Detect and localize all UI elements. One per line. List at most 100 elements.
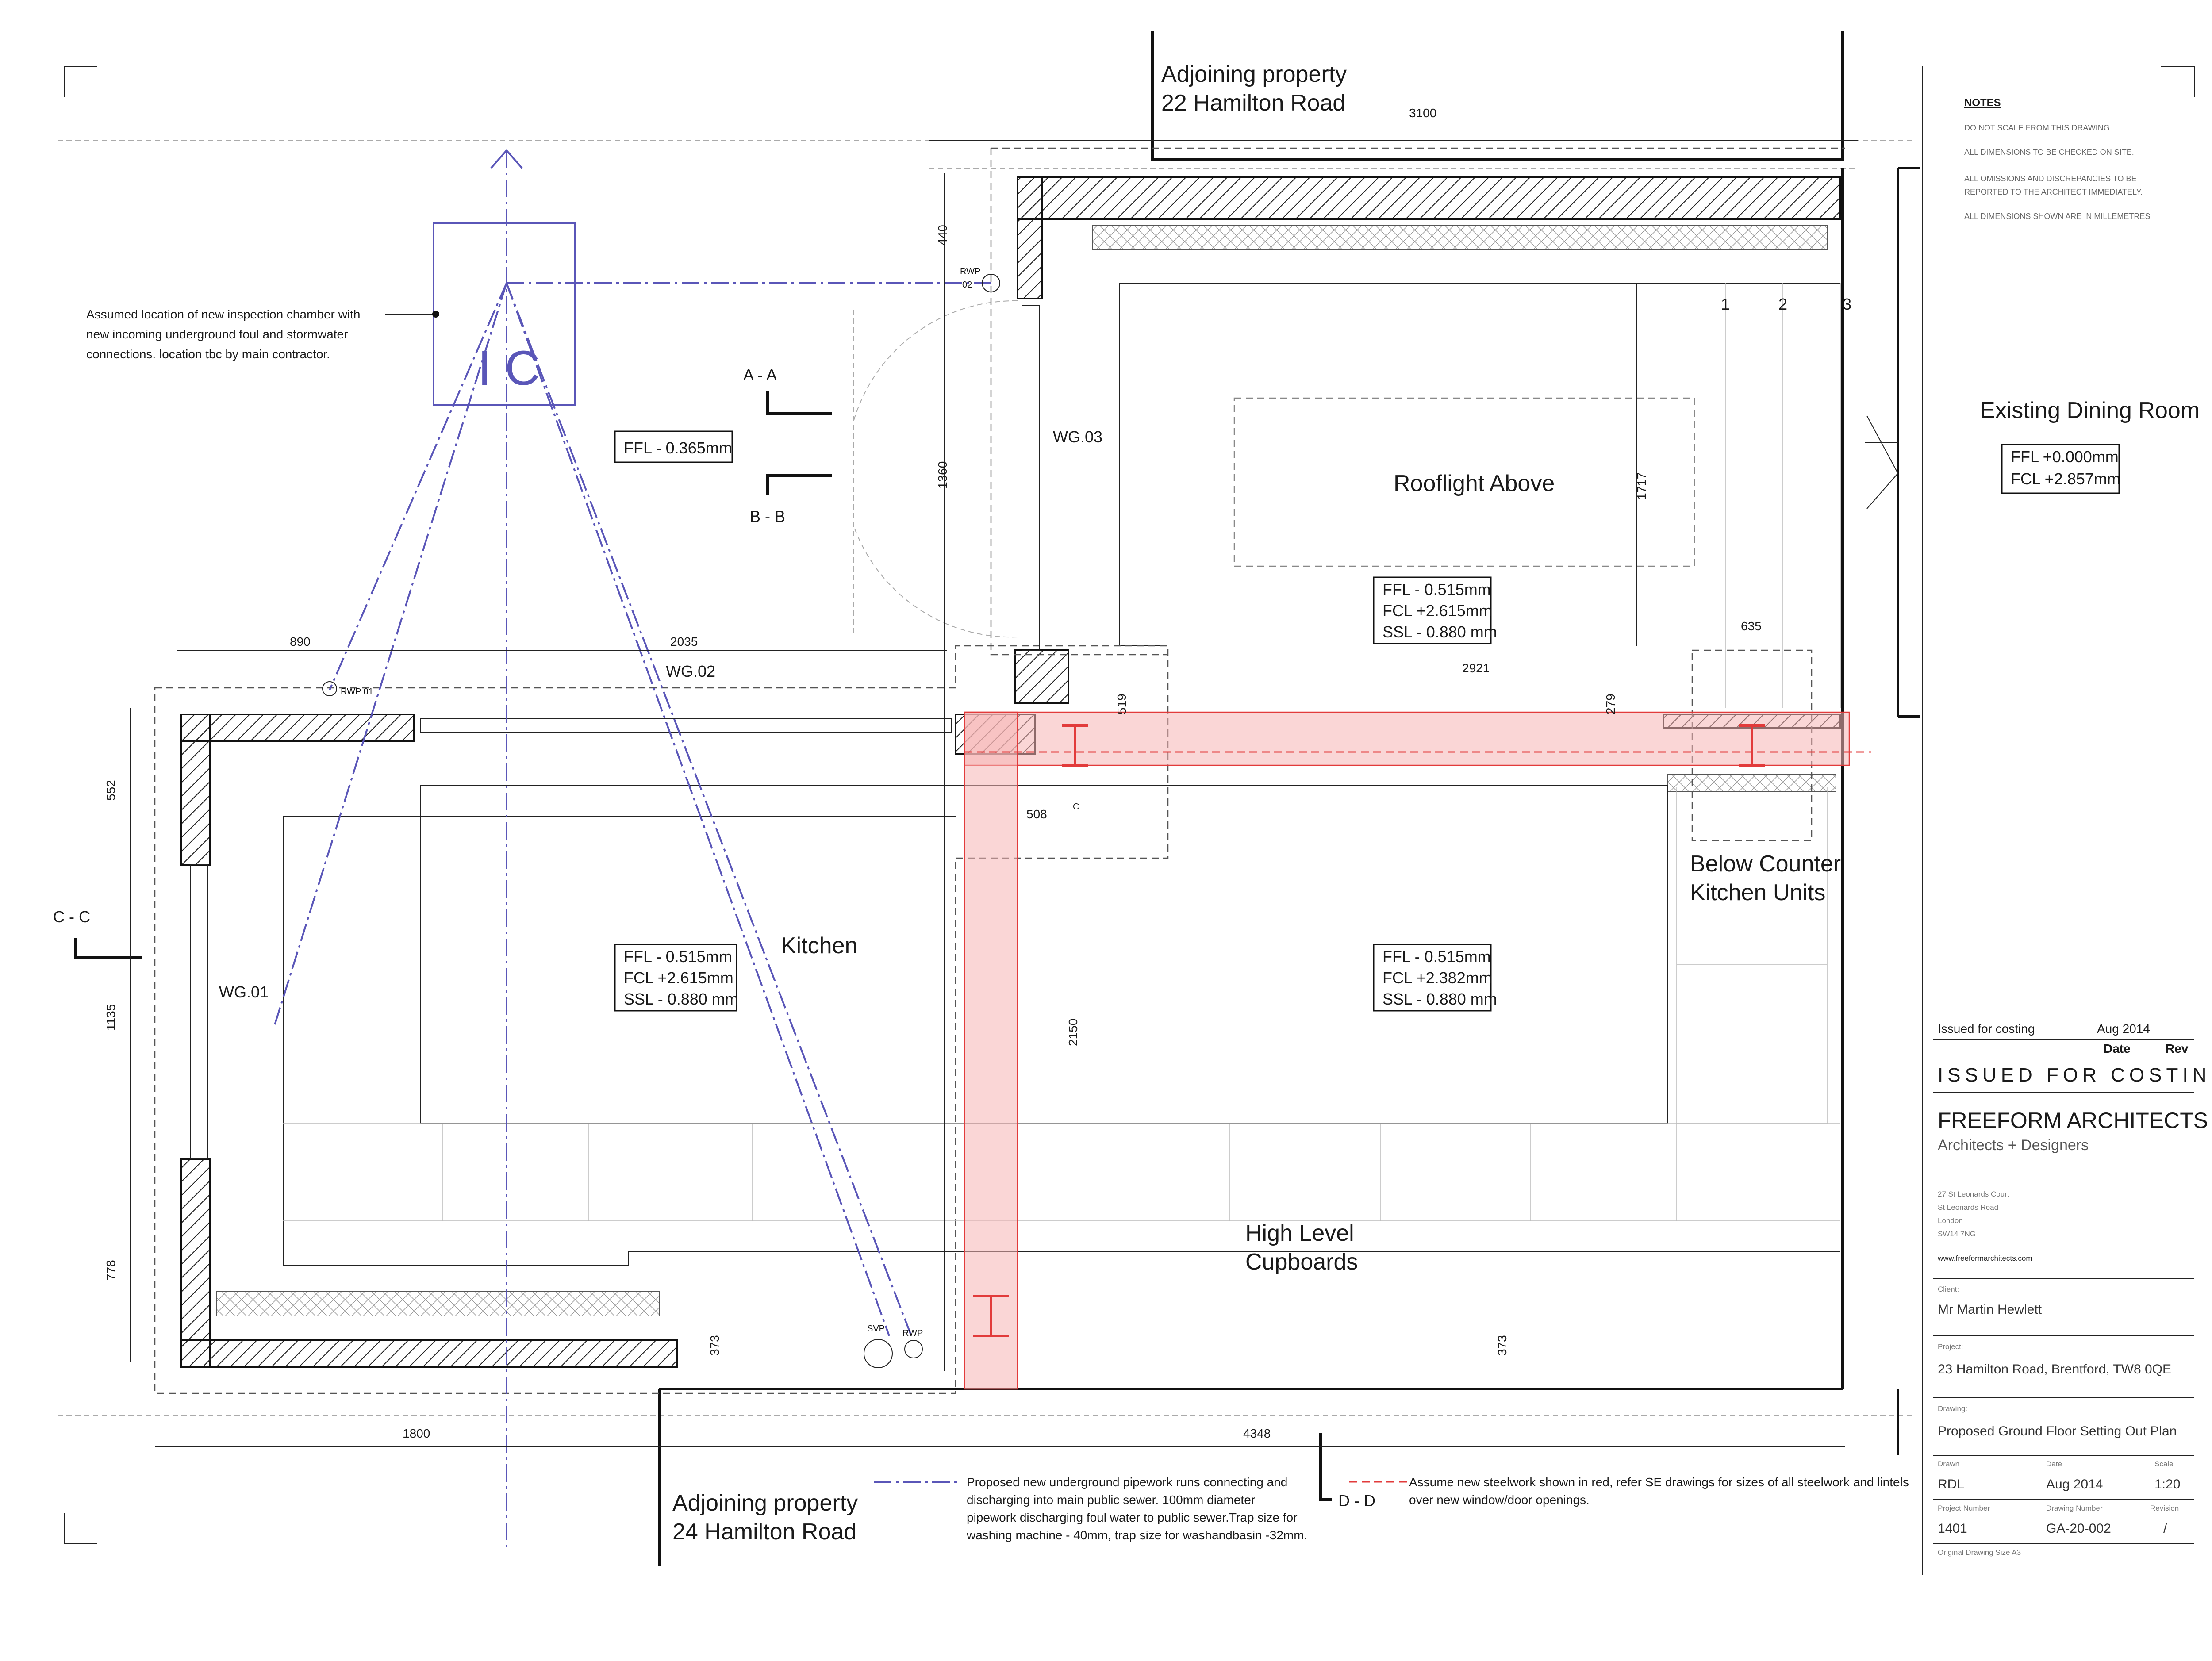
adjoining-bottom-line2: 24 Hamilton Road xyxy=(672,1519,856,1545)
grid-line-2: 2 xyxy=(1778,295,1787,313)
address-4: SW14 7NG xyxy=(1938,1230,1976,1238)
drawing-caption: Drawing: xyxy=(1938,1404,1967,1413)
firm-name: FREEFORM ARCHITECTS xyxy=(1938,1108,2208,1133)
dim-1717: 1717 xyxy=(1635,472,1648,500)
section-marks xyxy=(74,391,1332,1501)
svp-label: SVP xyxy=(867,1324,885,1334)
existing-ffl: FFL +0.000mm xyxy=(2011,448,2119,466)
rwp01-marker xyxy=(322,681,337,696)
inspection-note-2: new incoming underground foul and stormw… xyxy=(86,327,348,341)
dim-635: 635 xyxy=(1741,619,1762,633)
dim-1800: 1800 xyxy=(403,1427,430,1440)
existing-room-label: Existing Dining Room xyxy=(1980,398,2200,423)
address-2: St Leonards Road xyxy=(1938,1203,1998,1212)
status-banner: ISSUED FOR COSTING xyxy=(1938,1064,2212,1086)
scale-caption: Scale xyxy=(2154,1460,2174,1468)
notes-heading: NOTES xyxy=(1964,97,2001,109)
date-caption: Date xyxy=(2046,1460,2062,1468)
room-rooflight: Rooflight Above xyxy=(1394,471,1555,496)
dim-508: 508 xyxy=(1026,807,1047,821)
dim-2035: 2035 xyxy=(670,635,698,648)
level-rooflight-ffl: FFL - 0.515mm xyxy=(1382,580,1491,598)
level-centre-fcl: FCL +2.382mm xyxy=(1382,969,1492,987)
section-dd: D - D xyxy=(1338,1492,1375,1510)
level-kitchen-fcl: FCL +2.615mm xyxy=(624,969,733,987)
crop-marks xyxy=(64,66,2195,1544)
dashed-outlines xyxy=(154,147,1845,1394)
note-5: ALL DIMENSIONS SHOWN ARE IN MILLEMETRES xyxy=(1964,212,2150,221)
level-centre-ssl: SSL - 0.880 mm xyxy=(1382,990,1497,1008)
legend-pipe-1: Proposed new underground pipework runs c… xyxy=(967,1475,1287,1489)
project-value: 23 Hamilton Road, Brentford, TW8 0QE xyxy=(1938,1362,2171,1377)
scale-value: 1:20 xyxy=(2154,1477,2180,1492)
project-caption: Project: xyxy=(1938,1343,1963,1351)
dim-552: 552 xyxy=(104,780,118,801)
dim-778: 778 xyxy=(104,1260,118,1281)
drawing-value: Proposed Ground Floor Setting Out Plan xyxy=(1938,1424,2177,1439)
dim-373-left: 373 xyxy=(708,1335,722,1356)
dim-279: 279 xyxy=(1604,694,1617,714)
existing-fcl: FCL +2.857mm xyxy=(2011,470,2120,488)
level-tag-kitchen xyxy=(614,944,737,1012)
level-kitchen-ffl: FFL - 0.515mm xyxy=(624,947,732,966)
dim-519: 519 xyxy=(1115,694,1129,714)
sheet-size: Original Drawing Size A3 xyxy=(1938,1548,2021,1557)
dim-440: 440 xyxy=(936,225,949,246)
rwp-label: RWP xyxy=(902,1328,923,1338)
dim-1360: 1360 xyxy=(936,461,949,489)
room-high-level-2: Cupboards xyxy=(1245,1249,1358,1275)
legend-steel-2: over new window/door openings. xyxy=(1409,1493,1590,1507)
dim-2921: 2921 xyxy=(1462,661,1490,675)
windows xyxy=(190,305,1040,1159)
firm-sub: Architects + Designers xyxy=(1938,1137,2089,1154)
rev-value: / xyxy=(2163,1521,2167,1536)
legend-pipe-2: discharging into main public sewer. 100m… xyxy=(967,1493,1255,1507)
ic-leader-dot xyxy=(432,311,439,318)
rwp01-label: RWP 01 xyxy=(341,687,373,697)
dim-890: 890 xyxy=(290,635,311,648)
legend-steel-1: Assume new steelwork shown in red, refer… xyxy=(1409,1475,1909,1489)
dim-3100: 3100 xyxy=(1409,106,1436,120)
drawno-value: GA-20-002 xyxy=(2046,1521,2111,1536)
client-caption: Client: xyxy=(1938,1285,1959,1293)
wall-outlines xyxy=(658,717,1844,1566)
window-tag-wg03: WG.03 xyxy=(1053,428,1102,446)
grid-line-1: 1 xyxy=(1721,295,1730,313)
svp-marker xyxy=(864,1339,893,1368)
rwp-marker xyxy=(904,1340,923,1358)
dim-373-right: 373 xyxy=(1495,1335,1509,1356)
opening-arrow xyxy=(1865,415,1899,509)
note-4: REPORTED TO THE ARCHITECT IMMEDIATELY. xyxy=(1964,188,2143,196)
room-high-level-1: High Level xyxy=(1245,1220,1354,1246)
projno-value: 1401 xyxy=(1938,1521,1967,1536)
inspection-note-3: connections. location tbc by main contra… xyxy=(86,347,330,361)
level-courtyard-ffl: FFL - 0.365mm xyxy=(624,439,732,457)
section-aa: A - A xyxy=(743,366,777,384)
cupboard-grid xyxy=(283,787,1840,1221)
c-label: C xyxy=(1073,802,1079,812)
website: www.freeformarchitects.com xyxy=(1937,1254,2032,1262)
grid-line-3: 3 xyxy=(1843,295,1851,313)
address-1: 27 St Leonards Court xyxy=(1938,1190,2009,1198)
note-3: ALL OMISSIONS AND DISCREPANCIES TO BE xyxy=(1964,174,2136,183)
col-date: Date xyxy=(2104,1042,2131,1055)
legend-pipe-4: washing machine - 40mm, trap size for wa… xyxy=(966,1528,1307,1542)
level-rooflight-fcl: FCL +2.615mm xyxy=(1382,602,1492,620)
drawn-caption: Drawn xyxy=(1938,1460,1959,1468)
title-block-frame xyxy=(1922,66,2194,1575)
address-3: London xyxy=(1938,1216,1963,1225)
room-below-counter-2: Kitchen Units xyxy=(1690,880,1825,905)
inspection-note-1: Assumed location of new inspection chamb… xyxy=(86,307,360,321)
window-tag-wg02: WG.02 xyxy=(666,662,715,680)
projno-caption: Project Number xyxy=(1938,1504,1990,1512)
level-tag-courtyard xyxy=(614,430,733,463)
dimension-lines xyxy=(130,140,1858,1447)
revision-date: Aug 2014 xyxy=(2097,1022,2150,1036)
room-below-counter-1: Below Counter xyxy=(1690,851,1841,877)
revision-text: Issued for costing xyxy=(1938,1022,2035,1036)
door-swing xyxy=(853,300,1018,638)
client-value: Mr Martin Hewlett xyxy=(1938,1302,2042,1317)
level-kitchen-ssl: SSL - 0.880 mm xyxy=(624,990,738,1008)
ic-label: I C xyxy=(478,341,540,395)
